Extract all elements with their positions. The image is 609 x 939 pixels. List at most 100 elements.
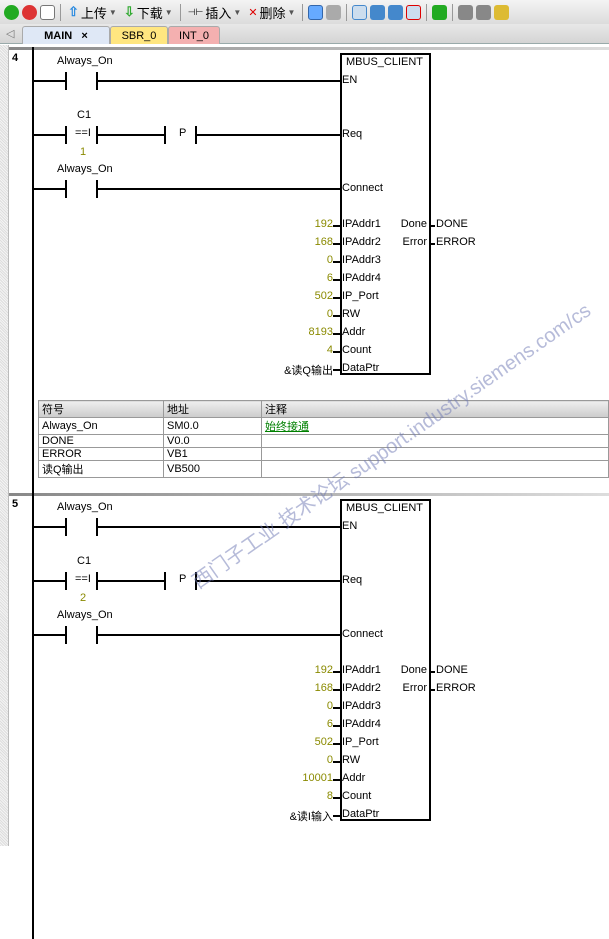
wire [98, 134, 165, 136]
positive-transition-contact[interactable] [164, 126, 166, 144]
output-value: ERROR [436, 236, 476, 248]
compare-value: 1 [80, 146, 87, 158]
contact-always-on[interactable] [65, 626, 67, 644]
positive-transition-contact[interactable] [164, 572, 166, 590]
wire [431, 689, 435, 691]
input-value: 192 [314, 218, 333, 230]
box-icon[interactable] [352, 4, 368, 20]
wire [333, 351, 340, 353]
network-number: 4 [12, 52, 19, 64]
symbol-cell: DONE [38, 434, 164, 448]
network2-icon[interactable] [326, 4, 342, 20]
run-icon[interactable] [4, 4, 19, 20]
mbus-client-block[interactable] [340, 53, 431, 375]
input-pin-req: Req [342, 128, 363, 140]
p-contact-label: P [179, 127, 187, 139]
address-cell: VB500 [163, 460, 262, 478]
dropdown-arrow-icon[interactable]: ▼ [108, 7, 117, 17]
tab-label: MAIN [44, 29, 73, 42]
dropdown-arrow-icon[interactable]: ▼ [287, 7, 296, 17]
contact-always-on[interactable] [96, 518, 98, 536]
dropdown-arrow-icon[interactable]: ▼ [233, 7, 242, 17]
upload-button[interactable]: ⇧上传▼ [66, 2, 119, 22]
dropdown-arrow-icon[interactable]: ▼ [164, 7, 173, 17]
contact-label: Always_On [57, 55, 113, 67]
header-comment: 注释 [261, 400, 609, 418]
positive-transition-contact[interactable] [195, 126, 197, 144]
compare-contact-c1[interactable] [96, 572, 98, 590]
contact-label: Always_On [57, 163, 113, 175]
contact-always-on[interactable] [96, 626, 98, 644]
delete-box-icon[interactable] [406, 4, 422, 20]
positive-transition-contact[interactable] [195, 572, 197, 590]
input-value: 0 [326, 700, 333, 712]
branch-right-icon[interactable] [388, 4, 404, 20]
unlock-icon[interactable] [476, 4, 492, 20]
insert-button[interactable]: ⊣⊢插入▼ [186, 2, 244, 22]
input-pin-rw: RW [342, 308, 361, 320]
toolbar: ⇧上传▼ ⇩下载▼ ⊣⊢插入▼ ✕删除▼ [0, 0, 609, 24]
compare-contact-c1[interactable] [65, 572, 67, 590]
delete-label: 删除 [259, 5, 286, 21]
download-button[interactable]: ⇩下载▼ [122, 2, 175, 22]
input-pin-req: Req [342, 574, 363, 586]
stop-icon[interactable] [22, 4, 37, 20]
mbus-client-block[interactable] [340, 499, 431, 821]
contact-always-on[interactable] [96, 72, 98, 90]
input-pin-dataptr: DataPtr [342, 808, 380, 820]
header-address: 地址 [163, 400, 262, 418]
comment-cell [261, 460, 609, 478]
input-value: 8 [326, 790, 333, 802]
contact-always-on[interactable] [65, 518, 67, 536]
contact-label: Always_On [57, 501, 113, 513]
delete-button[interactable]: ✕删除▼ [246, 2, 297, 22]
input-value: 6 [326, 718, 333, 730]
output-value: DONE [436, 218, 468, 230]
output-pin-done: Done [400, 664, 427, 676]
input-pin-dataptr: DataPtr [342, 362, 380, 374]
tab-sbr0[interactable]: SBR_0 [110, 26, 168, 44]
wire [333, 707, 340, 709]
input-pin-ipaddr4: IPAddr4 [342, 272, 381, 284]
input-value: 10001 [302, 772, 333, 784]
wire [98, 80, 340, 82]
contact-always-on[interactable] [65, 72, 67, 90]
compare-contact-c1[interactable] [65, 126, 67, 144]
output-value: DONE [436, 664, 468, 676]
toolbar-separator [452, 3, 454, 21]
wire [333, 333, 340, 335]
network-header-bar [9, 493, 609, 496]
tab-main[interactable]: MAIN × [22, 26, 110, 44]
compare-operand: C1 [77, 109, 92, 121]
contact-always-on[interactable] [96, 180, 98, 198]
lock-add-icon[interactable] [494, 4, 510, 20]
wire [34, 634, 66, 636]
close-icon[interactable]: × [81, 29, 88, 42]
tab-label: SBR_0 [121, 29, 157, 42]
compare-operand: C1 [77, 555, 92, 567]
compile-icon[interactable] [40, 4, 55, 20]
symbol-cell: 读Q输出 [38, 460, 164, 478]
wire [98, 188, 340, 190]
wire [98, 580, 165, 582]
address-cell: V0.0 [163, 434, 262, 448]
branch-left-icon[interactable] [370, 4, 386, 20]
compare-contact-c1[interactable] [96, 126, 98, 144]
wire [333, 779, 340, 781]
delete-icon: ✕ [248, 6, 258, 19]
wire [197, 134, 340, 136]
wire [333, 671, 340, 673]
lock-icon[interactable] [458, 4, 474, 20]
contact-always-on[interactable] [65, 180, 67, 198]
scroll-left-icon[interactable]: ◁ [6, 28, 15, 40]
upload-label: 上传 [80, 5, 107, 21]
wire [333, 243, 340, 245]
goto-icon[interactable] [432, 4, 448, 20]
input-value: 0 [326, 754, 333, 766]
network-icon[interactable] [308, 4, 324, 20]
tab-int0[interactable]: INT_0 [168, 26, 220, 44]
